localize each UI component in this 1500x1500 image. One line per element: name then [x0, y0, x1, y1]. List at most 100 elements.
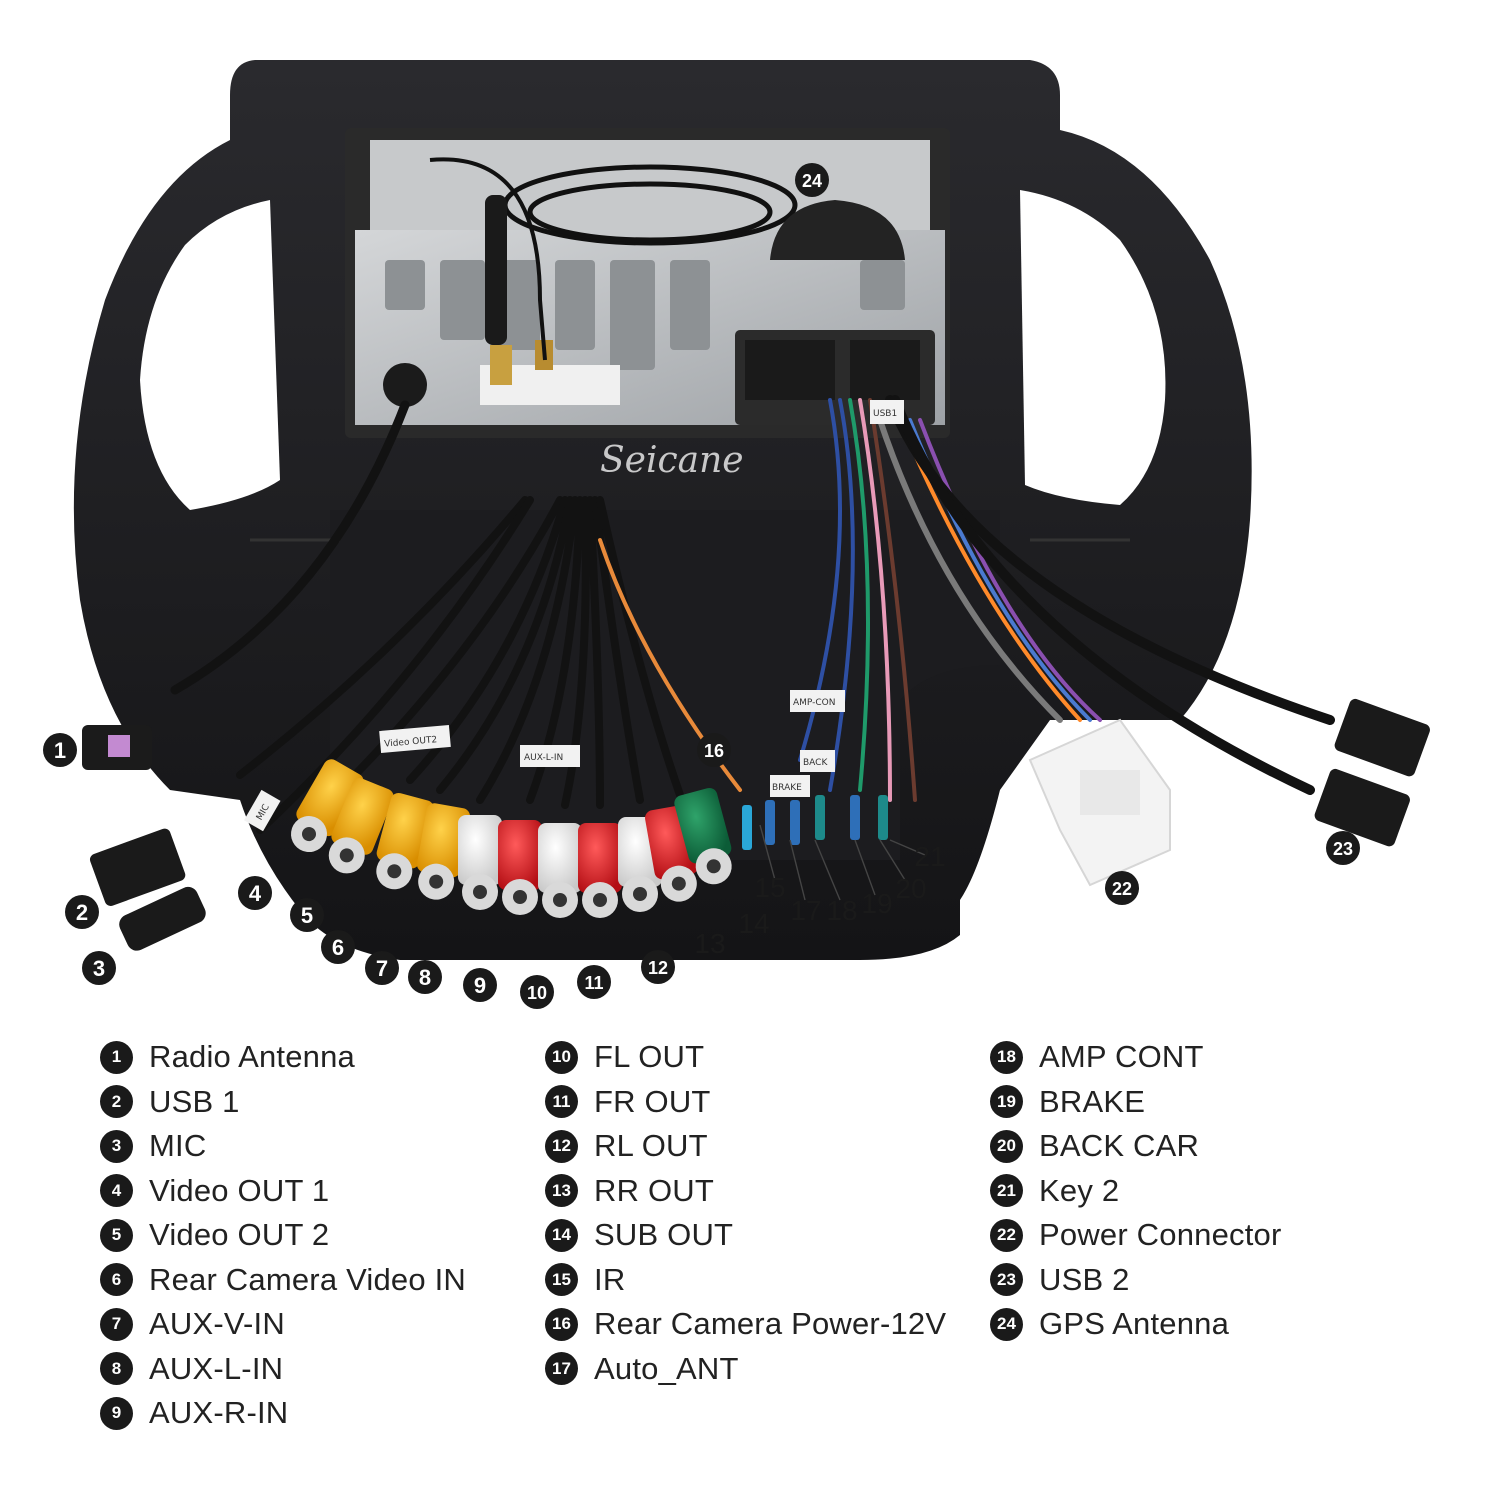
legend-label: Rear Camera Power-12V [594, 1306, 947, 1342]
legend-label: Video OUT 1 [149, 1172, 330, 1208]
wiring-diagram: Seicane [43, 60, 1430, 1009]
brand-watermark: Seicane [600, 440, 744, 481]
wifi-antenna [485, 195, 507, 345]
svg-text:9: 9 [474, 973, 486, 998]
number-badge: 7 [100, 1307, 133, 1341]
head-unit [345, 128, 950, 438]
legend-item: 10 FL OUT [545, 1035, 946, 1080]
svg-text:5: 5 [301, 903, 313, 928]
callout-12: 12 [641, 950, 675, 984]
number-badge: 14 [545, 1218, 578, 1252]
callout-11: 11 [577, 965, 611, 999]
callout-8: 8 [408, 960, 442, 994]
legend-item: 24 GPS Antenna [990, 1302, 1282, 1347]
legend-label: RL OUT [594, 1128, 708, 1164]
callout-3: 3 [82, 951, 116, 985]
callout-24: 24 [795, 163, 829, 197]
callout-9: 9 [463, 968, 497, 1002]
mic-jack [119, 886, 206, 951]
number-badge: 1 [100, 1040, 133, 1074]
power-connector [1028, 718, 1171, 887]
svg-text:23: 23 [1333, 839, 1353, 859]
number-badge: 22 [990, 1218, 1023, 1252]
svg-text:1: 1 [54, 738, 66, 763]
legend-item: 8 AUX-L-IN [100, 1347, 466, 1392]
svg-text:3: 3 [93, 956, 105, 981]
callout-22: 22 [1105, 871, 1139, 905]
number-badge: 16 [545, 1307, 578, 1341]
legend-label: Radio Antenna [149, 1039, 355, 1075]
svg-text:10: 10 [527, 983, 547, 1003]
callout-7: 7 [365, 951, 399, 985]
usb2-plug-a [1334, 698, 1430, 777]
callout-16: 16 [697, 733, 731, 767]
aux-tag: AUX-L-IN [524, 753, 563, 763]
number-badge: 21 [990, 1174, 1023, 1208]
callout-17: 17 [790, 895, 821, 926]
legend-item: 1 Radio Antenna [100, 1035, 466, 1080]
svg-text:4: 4 [249, 881, 262, 906]
callout-18: 18 [826, 895, 857, 926]
svg-text:7: 7 [376, 956, 388, 981]
number-badge: 20 [990, 1129, 1023, 1163]
legend-label: AUX-R-IN [149, 1395, 289, 1431]
callout-13: 13 [694, 928, 725, 959]
legend-item: 18 AMP CONT [990, 1035, 1282, 1080]
legend-label: GPS Antenna [1039, 1306, 1230, 1342]
legend-item: 9 AUX-R-IN [100, 1391, 466, 1436]
number-badge: 12 [545, 1129, 578, 1163]
legend-label: IR [594, 1261, 626, 1297]
number-badge: 9 [100, 1396, 133, 1430]
video-out-tag: Video OUT2 [384, 735, 438, 750]
number-badge: 19 [990, 1085, 1023, 1119]
callout-5: 5 [290, 898, 324, 932]
legend-item: 19 BRAKE [990, 1080, 1282, 1125]
legend-item: 12 RL OUT [545, 1124, 946, 1169]
back-tag: BACK [803, 758, 828, 768]
svg-text:12: 12 [648, 958, 668, 978]
number-badge: 24 [990, 1307, 1023, 1341]
callout-19: 19 [861, 888, 892, 919]
cable-harness [170, 395, 1335, 834]
callout-14: 14 [738, 908, 769, 939]
svg-text:24: 24 [802, 171, 822, 191]
legend-label: Key 2 [1039, 1172, 1120, 1208]
number-badge: 10 [545, 1040, 578, 1074]
legend-label: AUX-L-IN [149, 1350, 284, 1386]
usb2-plug-b [1314, 768, 1410, 847]
leader-lines [759, 824, 926, 901]
legend-item: 14 SUB OUT [545, 1213, 946, 1258]
legend-label: FL OUT [594, 1039, 705, 1075]
signal-pins [742, 795, 888, 850]
number-badge: 13 [545, 1174, 578, 1208]
number-badge: 2 [100, 1085, 133, 1119]
legend-item: 13 RR OUT [545, 1169, 946, 1214]
callouts: 1 2 3 4 5 6 7 8 9 10 11 12 16 22 23 24 1… [43, 163, 1360, 1009]
number-badge: 18 [990, 1040, 1023, 1074]
callout-1: 1 [43, 733, 77, 767]
usb-tag: USB1 [873, 409, 897, 419]
legend-label: AMP CONT [1039, 1039, 1204, 1075]
legend-label: RR OUT [594, 1172, 715, 1208]
usb1-plug [89, 828, 186, 906]
svg-text:8: 8 [419, 965, 431, 990]
number-badge: 4 [100, 1174, 133, 1208]
legend-label: Video OUT 2 [149, 1217, 330, 1253]
brake-tag: BRAKE [772, 783, 802, 793]
legend-item: 16 Rear Camera Power-12V [545, 1302, 946, 1347]
legend-label: SUB OUT [594, 1217, 734, 1253]
svg-text:22: 22 [1112, 879, 1132, 899]
legend-label: BRAKE [1039, 1083, 1146, 1119]
number-badge: 8 [100, 1352, 133, 1386]
legend-item: 4 Video OUT 1 [100, 1169, 466, 1214]
callout-23: 23 [1326, 831, 1360, 865]
